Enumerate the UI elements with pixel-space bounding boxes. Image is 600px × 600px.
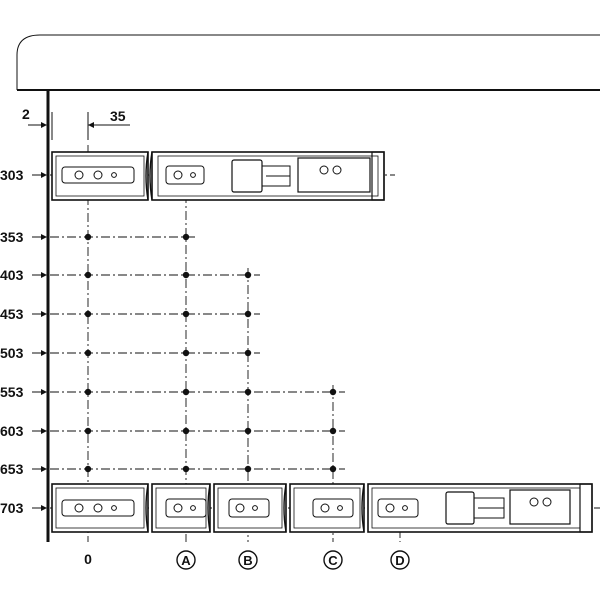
dim-offset-left-label: 2 bbox=[22, 106, 30, 122]
row-label-653: 653 bbox=[0, 461, 24, 477]
column-label-0: 0 bbox=[84, 551, 92, 567]
cabinet-top-outline bbox=[16, 34, 600, 90]
hole-dot-0-603 bbox=[84, 427, 92, 435]
row-label-603: 603 bbox=[0, 423, 24, 439]
hole-dot-b-403 bbox=[244, 271, 252, 279]
hole-dot-0-403 bbox=[84, 271, 92, 279]
row-label-353: 353 bbox=[0, 229, 24, 245]
hole-dot-a-653 bbox=[182, 465, 190, 473]
column-marker-c bbox=[323, 550, 343, 570]
row-label-453: 453 bbox=[0, 306, 24, 322]
runner-bottom-segment-0 bbox=[51, 483, 149, 533]
row-label-503: 503 bbox=[0, 345, 24, 361]
runner-top bbox=[51, 151, 385, 201]
row-label-553: 553 bbox=[0, 384, 24, 400]
hole-dot-0-353 bbox=[84, 233, 92, 241]
hole-dot-0-503 bbox=[84, 349, 92, 357]
column-marker-b bbox=[238, 550, 258, 570]
hole-dot-a-453 bbox=[182, 310, 190, 318]
runner-bottom-segment-c bbox=[289, 483, 365, 533]
column-label-d: D bbox=[395, 553, 404, 568]
column-labels: 0 A B C D bbox=[84, 550, 410, 570]
hole-dot-0-553 bbox=[84, 388, 92, 396]
hole-dot-b-503 bbox=[244, 349, 252, 357]
runner-bottom-segment-b bbox=[213, 483, 287, 533]
row-label-403: 403 bbox=[0, 267, 24, 283]
hole-dot-c-653 bbox=[329, 465, 337, 473]
column-marker-d bbox=[390, 550, 410, 570]
dimension-offsets: 2 35 bbox=[22, 106, 130, 140]
hole-dot-b-603 bbox=[244, 427, 252, 435]
hole-dot-a-553 bbox=[182, 388, 190, 396]
runner-bottom bbox=[51, 483, 593, 533]
row-label-303: 303 bbox=[0, 167, 24, 183]
column-marker-a bbox=[176, 550, 196, 570]
dim-offset-hole-label: 35 bbox=[110, 108, 126, 124]
hole-dot-a-403 bbox=[182, 271, 190, 279]
hole-dot-b-653 bbox=[244, 465, 252, 473]
column-label-c: C bbox=[328, 553, 338, 568]
runner-bottom-segment-a bbox=[151, 483, 211, 533]
hole-dot-0-453 bbox=[84, 310, 92, 318]
hole-dot-b-553 bbox=[244, 388, 252, 396]
hole-dot-b-453 bbox=[244, 310, 252, 318]
hole-dot-a-603 bbox=[182, 427, 190, 435]
hole-points bbox=[84, 233, 337, 473]
row-arrows bbox=[32, 172, 47, 511]
hole-dot-c-603 bbox=[329, 427, 337, 435]
row-label-703: 703 bbox=[0, 500, 24, 516]
hole-dot-c-553 bbox=[329, 388, 337, 396]
column-label-a: A bbox=[181, 553, 191, 568]
column-label-b: B bbox=[243, 553, 252, 568]
row-labels: 303 353 403 453 503 553 603 653 703 bbox=[0, 167, 24, 516]
hole-dot-0-653 bbox=[84, 465, 92, 473]
hole-dot-a-353 bbox=[182, 233, 190, 241]
hole-dot-a-503 bbox=[182, 349, 190, 357]
row-guidelines bbox=[50, 174, 600, 509]
runner-top-front-segment bbox=[51, 151, 149, 201]
column-guidelines bbox=[87, 145, 401, 542]
